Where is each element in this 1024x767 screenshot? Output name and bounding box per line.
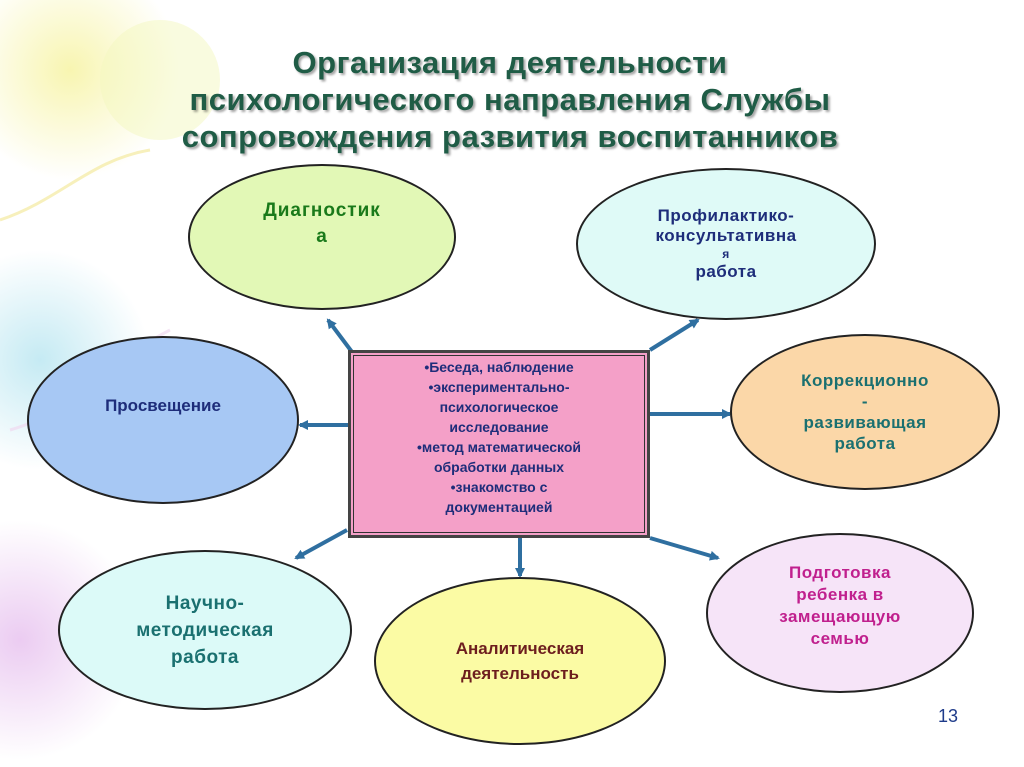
method-line-1: •Беседа, наблюдение xyxy=(424,359,574,375)
method-line-6: обработки данных xyxy=(433,459,565,475)
title-line-3: сопровождения развития воспитанников xyxy=(181,119,839,154)
method-line-5: •метод математической xyxy=(416,439,581,455)
correction-line-2: - xyxy=(861,392,869,411)
prevention-line-3: я xyxy=(722,247,730,261)
node-education: Просвещение xyxy=(27,336,299,504)
title-line-2: психологического направления Службы xyxy=(189,82,831,117)
central-methods-box: •Беседа, наблюдение •экспериментально- п… xyxy=(348,350,650,538)
prevention-line-1: Профилактико- xyxy=(657,206,795,225)
methodology-line-2: методическая xyxy=(136,619,274,641)
diagnostics-line-1: Диагностик xyxy=(263,200,381,221)
method-line-4: исследование xyxy=(449,419,549,435)
prevention-line-2: консультативна xyxy=(655,226,797,245)
family-line-4: семью xyxy=(810,629,870,648)
method-line-7: •знакомство с xyxy=(450,479,548,495)
method-line-3: психологическое xyxy=(439,399,559,415)
correction-line-4: работа xyxy=(834,434,896,453)
family-line-1: Подготовка xyxy=(789,563,891,582)
correction-line-1: Коррекционно xyxy=(801,371,929,390)
methodology-line-3: работа xyxy=(171,646,239,668)
page-number: 13 xyxy=(938,706,959,726)
correction-line-3: развивающая xyxy=(803,413,927,432)
diagnostics-line-2: а xyxy=(316,226,328,247)
education-line-1: Просвещение xyxy=(105,396,221,415)
node-correction: Коррекционно - развивающая работа xyxy=(730,334,1000,490)
node-prevention: Профилактико- консультативна я работа xyxy=(576,168,876,320)
family-line-3: замещающую xyxy=(779,607,901,626)
node-family: Подготовка ребенка в замещающую семью xyxy=(706,533,974,693)
analytics-line-2: деятельность xyxy=(461,664,579,683)
analytics-line-1: Аналитическая xyxy=(455,639,585,658)
methodology-line-1: Научно- xyxy=(165,592,245,614)
family-line-2: ребенка в xyxy=(796,585,884,604)
node-analytics: Аналитическая деятельность xyxy=(374,577,666,745)
method-line-2: •экспериментально- xyxy=(428,379,570,395)
slide-title: Организация деятельности психологическог… xyxy=(60,44,960,155)
title-line-1: Организация деятельности xyxy=(292,45,728,80)
node-methodology: Научно- методическая работа xyxy=(58,550,352,710)
prevention-line-4: работа xyxy=(695,262,757,281)
node-diagnostics: Диагностик а xyxy=(188,164,456,310)
method-line-8: документацией xyxy=(445,499,553,515)
